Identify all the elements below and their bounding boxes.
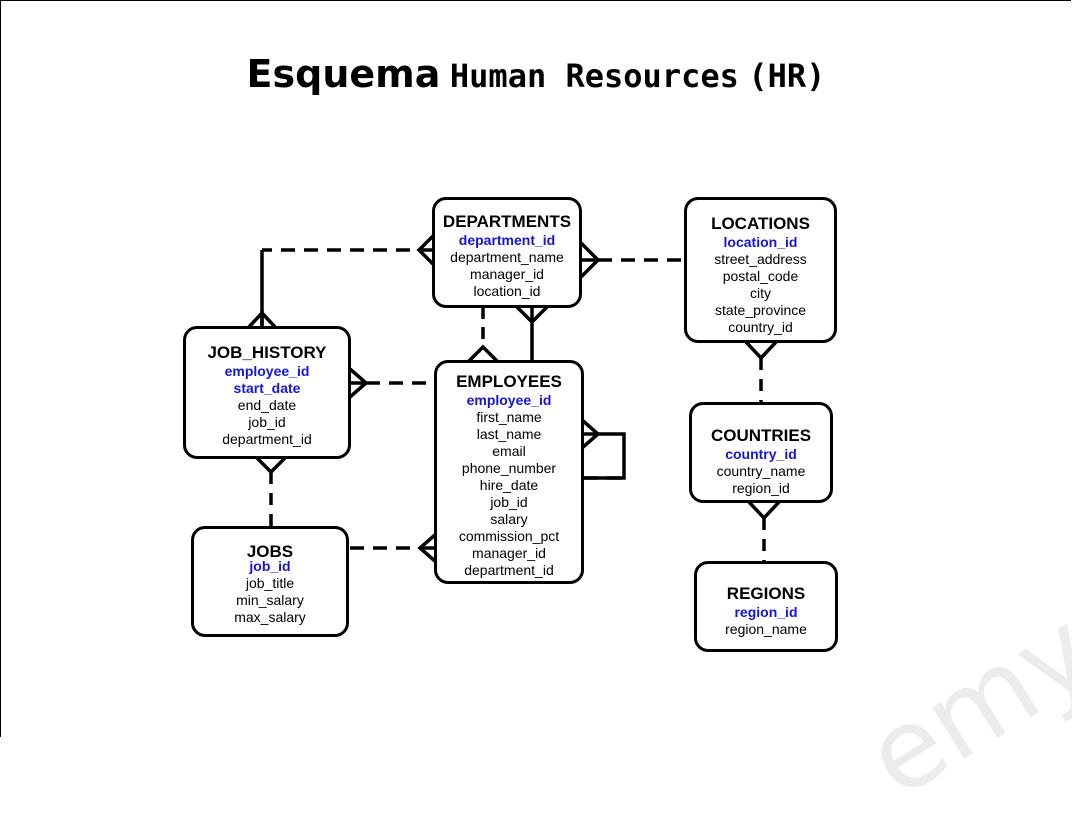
entity-name: EMPLOYEES [456,372,562,391]
column-field: hire_date [479,477,539,493]
entity-locations: LOCATIONS location_id street_address pos… [684,197,837,343]
column-field: job_id [490,494,528,510]
entity-departments: DEPARTMENTS department_id department_nam… [432,197,582,308]
entity-jobs: JOBS job_id job_title min_salary max_sal… [191,526,349,637]
column-field: region_id [732,480,790,496]
column-field: phone_number [461,460,557,476]
title-part-esquema: Esquema [246,52,441,96]
column-field: job_id [248,414,286,430]
pk-field: country_id [725,446,797,462]
column-field: country_name [716,463,806,479]
crowfoot-departments-right [579,241,601,279]
crowfoot-employees-left [417,532,438,564]
slide-frame [0,0,1071,737]
column-field: first_name [476,409,542,425]
column-field: min_salary [236,592,304,608]
pk-field: region_id [734,604,798,620]
pk-field: start_date [233,380,301,396]
column-field: department_id [222,431,312,447]
title-part-hr: (HR) [748,57,826,95]
title-part-human-resources: Human Resources [449,57,739,95]
column-field: manager_id [470,266,544,282]
crowfoot-jobhistory-right [348,367,369,399]
column-field: city [750,285,771,301]
pk-field: employee_id [224,363,310,379]
column-field: state_province [714,302,807,318]
entity-name: DEPARTMENTS [442,212,572,231]
column-field: last_name [476,426,542,442]
relationship-lines [246,234,781,564]
rel-employees-self [584,432,626,480]
column-field: salary [490,511,528,527]
crowfoot-employees-self [580,418,601,450]
entity-name: JOB_HISTORY [207,343,327,362]
column-field: job_title [245,575,295,591]
crowfoot-jobhistory-bottom [255,456,287,475]
entity-employees: EMPLOYEES employee_id first_name last_na… [434,360,584,584]
entity-job-history: JOB_HISTORY employee_id start_date end_d… [183,326,351,459]
column-field: end_date [237,397,297,413]
crowfoot-locations-bottom [744,340,778,361]
pk-field: job_id [249,558,291,574]
entity-name: JOBS [246,542,294,561]
column-field: location_id [473,283,541,299]
column-field: country_id [728,319,793,335]
entity-name: REGIONS [726,584,806,603]
crowfoot-countries-bottom [747,500,781,521]
column-field: max_salary [234,609,306,625]
column-field: email [492,443,526,459]
entity-countries: COUNTRIES country_id country_name region… [689,402,833,503]
column-field: manager_id [472,545,546,561]
column-field: department_id [464,562,554,578]
pk-field: location_id [723,234,798,250]
pk-field: department_id [458,232,556,248]
entity-name: COUNTRIES [710,426,812,445]
column-field: region_name [725,621,807,637]
column-field: street_address [714,251,807,267]
column-field: commission_pct [458,528,560,544]
entity-name: LOCATIONS [711,214,810,233]
entity-regions: REGIONS region_id region_name [694,561,838,652]
column-field: department_name [450,249,564,265]
diagram-title: Esquema Human Resources (HR) [0,52,1072,97]
column-field: postal_code [722,268,799,284]
crowfoot-employees-top [466,344,500,364]
crowfoot-departments-left [416,234,435,266]
crowfoot-jobhistory-top [246,310,278,330]
pk-field: employee_id [466,392,552,408]
